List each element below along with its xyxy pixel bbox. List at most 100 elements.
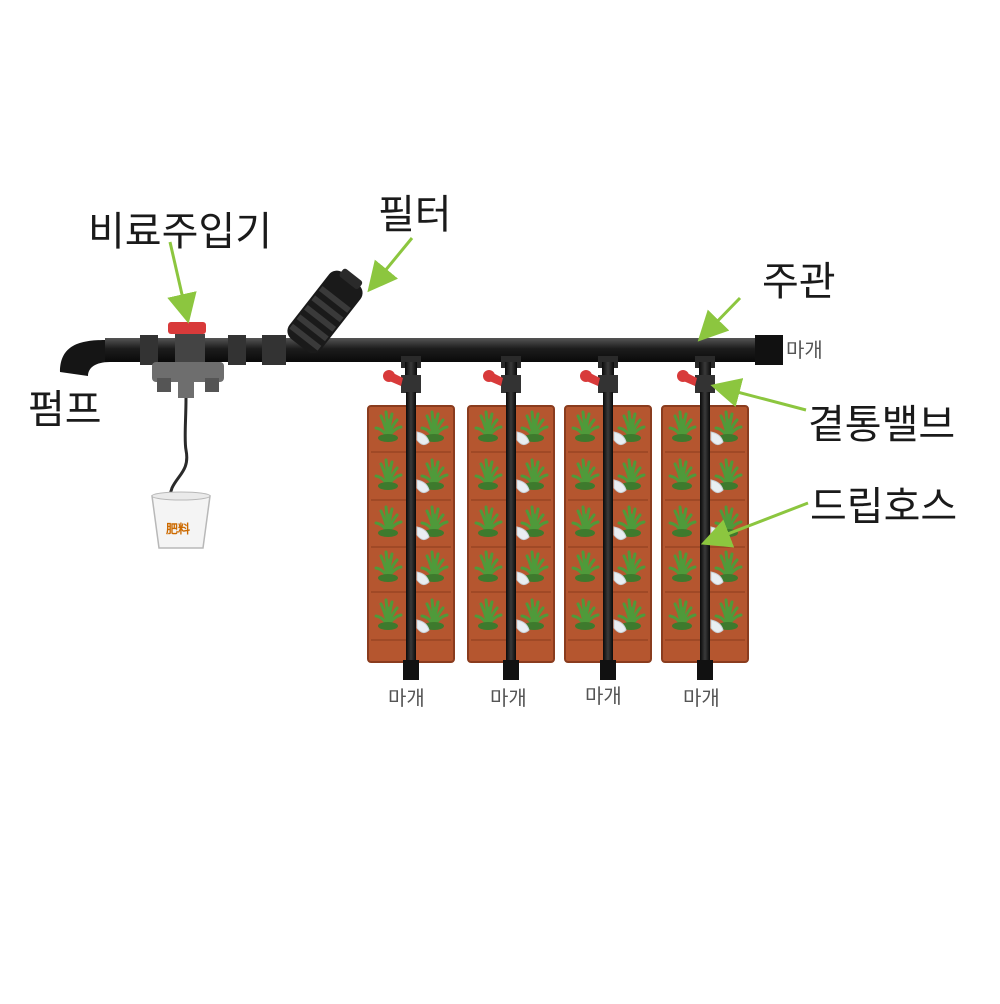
plant-base bbox=[621, 622, 641, 630]
main-pipe-end-cap bbox=[755, 335, 783, 365]
plant-base bbox=[424, 434, 444, 442]
plant-base bbox=[524, 529, 544, 537]
water-droplet bbox=[416, 479, 430, 494]
side-valve-body bbox=[598, 375, 618, 393]
drip-hose bbox=[700, 392, 710, 662]
water-droplet bbox=[516, 479, 530, 494]
side-valve-body bbox=[501, 375, 521, 393]
water-droplet bbox=[613, 431, 627, 446]
cap-label-bed-3: 마개 bbox=[585, 684, 622, 708]
water-droplet bbox=[710, 571, 724, 586]
side-valve-knob bbox=[677, 370, 689, 382]
label-drip-hose: 드립호스 bbox=[810, 484, 958, 530]
hose-end-cap bbox=[600, 660, 616, 680]
drip-hose bbox=[506, 392, 516, 662]
water-droplet bbox=[516, 526, 530, 541]
water-droplet bbox=[613, 571, 627, 586]
plant-base bbox=[621, 574, 641, 582]
plant-base bbox=[718, 622, 738, 630]
water-droplet bbox=[710, 431, 724, 446]
plant-base bbox=[575, 574, 595, 582]
plant-base bbox=[478, 622, 498, 630]
arrow-drip-hose bbox=[700, 501, 809, 548]
label-fertilizer-injector: 비료주입기 bbox=[88, 209, 272, 255]
drip-hose bbox=[406, 392, 416, 662]
plant-base bbox=[524, 434, 544, 442]
plant-base bbox=[672, 622, 692, 630]
injector-valve-body bbox=[175, 334, 205, 366]
plant-base bbox=[621, 434, 641, 442]
plant-base bbox=[424, 622, 444, 630]
plant-base bbox=[718, 482, 738, 490]
plant-base bbox=[424, 574, 444, 582]
arrow-fertilizer-injector bbox=[167, 241, 197, 324]
plant-base bbox=[424, 529, 444, 537]
water-droplet bbox=[416, 571, 430, 586]
side-valve-knob bbox=[580, 370, 592, 382]
injector-venturi bbox=[152, 362, 224, 382]
pipe-coupler bbox=[228, 335, 246, 365]
water-droplet bbox=[416, 619, 430, 634]
fertilizer-bucket-rim bbox=[151, 491, 211, 501]
injector-leg bbox=[205, 378, 219, 392]
planting-beds bbox=[367, 356, 749, 680]
plant-base bbox=[575, 434, 595, 442]
injector-leg bbox=[157, 378, 171, 392]
arrow-main-pipe bbox=[697, 296, 742, 342]
label-main-pipe: 주관 bbox=[762, 259, 836, 305]
cap-label-bed-2: 마개 bbox=[490, 686, 527, 710]
plant-base bbox=[424, 482, 444, 490]
plant-base bbox=[478, 529, 498, 537]
plant-base bbox=[672, 434, 692, 442]
hose-end-cap bbox=[403, 660, 419, 680]
plant-base bbox=[672, 574, 692, 582]
arrow-filter bbox=[367, 237, 414, 293]
plant-base bbox=[575, 622, 595, 630]
side-valve-knob bbox=[483, 370, 495, 382]
pipe-coupler bbox=[140, 335, 158, 365]
side-valve-knob bbox=[383, 370, 395, 382]
water-droplet bbox=[613, 526, 627, 541]
drip-hose bbox=[603, 392, 613, 662]
plant-base bbox=[524, 622, 544, 630]
hose-end-cap bbox=[503, 660, 519, 680]
water-droplet bbox=[613, 479, 627, 494]
plant-base bbox=[621, 482, 641, 490]
plant-base bbox=[524, 482, 544, 490]
plant-base bbox=[378, 529, 398, 537]
arrow-side-valve bbox=[710, 378, 807, 412]
plant-base bbox=[378, 434, 398, 442]
plant-base bbox=[524, 574, 544, 582]
water-droplet bbox=[516, 619, 530, 634]
plant-base bbox=[718, 434, 738, 442]
plant-base bbox=[621, 529, 641, 537]
water-droplet bbox=[516, 571, 530, 586]
label-filter: 필터 bbox=[378, 192, 452, 238]
water-droplet bbox=[416, 526, 430, 541]
injector-port bbox=[178, 380, 194, 398]
water-droplet bbox=[416, 431, 430, 446]
water-droplet bbox=[710, 619, 724, 634]
bucket-label: 肥料 bbox=[166, 522, 191, 536]
plant-base bbox=[378, 482, 398, 490]
hose-end-cap bbox=[697, 660, 713, 680]
label-side-valve: 곁통밸브 bbox=[808, 402, 956, 448]
plant-base bbox=[478, 574, 498, 582]
plant-base bbox=[575, 482, 595, 490]
plant-base bbox=[672, 529, 692, 537]
side-valve-body bbox=[695, 375, 715, 393]
water-droplet bbox=[516, 431, 530, 446]
plant-base bbox=[672, 482, 692, 490]
injector-valve-handle bbox=[168, 322, 206, 334]
side-valve-body bbox=[401, 375, 421, 393]
water-droplet bbox=[710, 479, 724, 494]
plant-base bbox=[478, 434, 498, 442]
plant-base bbox=[378, 574, 398, 582]
label-pump: 펌프 bbox=[28, 387, 102, 433]
plant-base bbox=[718, 574, 738, 582]
disc-filter bbox=[287, 268, 363, 354]
plant-base bbox=[478, 482, 498, 490]
cap-label-bed-4: 마개 bbox=[683, 686, 720, 710]
